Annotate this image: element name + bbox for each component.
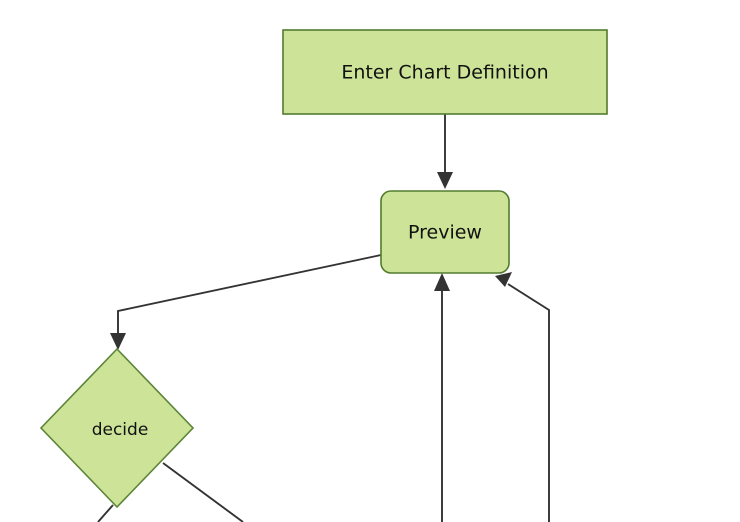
edge-line xyxy=(117,254,382,335)
edge-enter-to-preview xyxy=(437,114,453,189)
edge-line xyxy=(97,504,114,522)
node-shape-diamond[interactable] xyxy=(39,347,195,509)
node-label-enter-chart-definition: Enter Chart Definition xyxy=(341,62,548,84)
node-shape-rect[interactable] xyxy=(282,29,608,115)
node-label-decide: decide xyxy=(92,420,149,440)
edge-bottom-right-to-preview xyxy=(495,272,550,522)
edge-decide-out-left xyxy=(97,504,114,522)
arrowhead-icon xyxy=(495,272,512,287)
node-label-preview: Preview xyxy=(408,222,482,244)
arrowhead-icon xyxy=(434,273,450,291)
node-enter-chart-definition[interactable]: Enter Chart Definition xyxy=(282,29,608,115)
edge-bottom-center-to-preview xyxy=(434,273,450,522)
edge-line xyxy=(507,283,550,522)
edge-preview-to-decide xyxy=(110,254,382,350)
edge-decide-out-right xyxy=(162,462,244,522)
arrowhead-icon xyxy=(110,333,126,350)
node-decide[interactable]: decide xyxy=(39,347,195,509)
arrowhead-icon xyxy=(437,172,453,189)
node-preview[interactable]: Preview xyxy=(380,190,510,274)
node-shape-rounded-rect[interactable] xyxy=(380,190,510,274)
edge-line xyxy=(162,462,244,522)
